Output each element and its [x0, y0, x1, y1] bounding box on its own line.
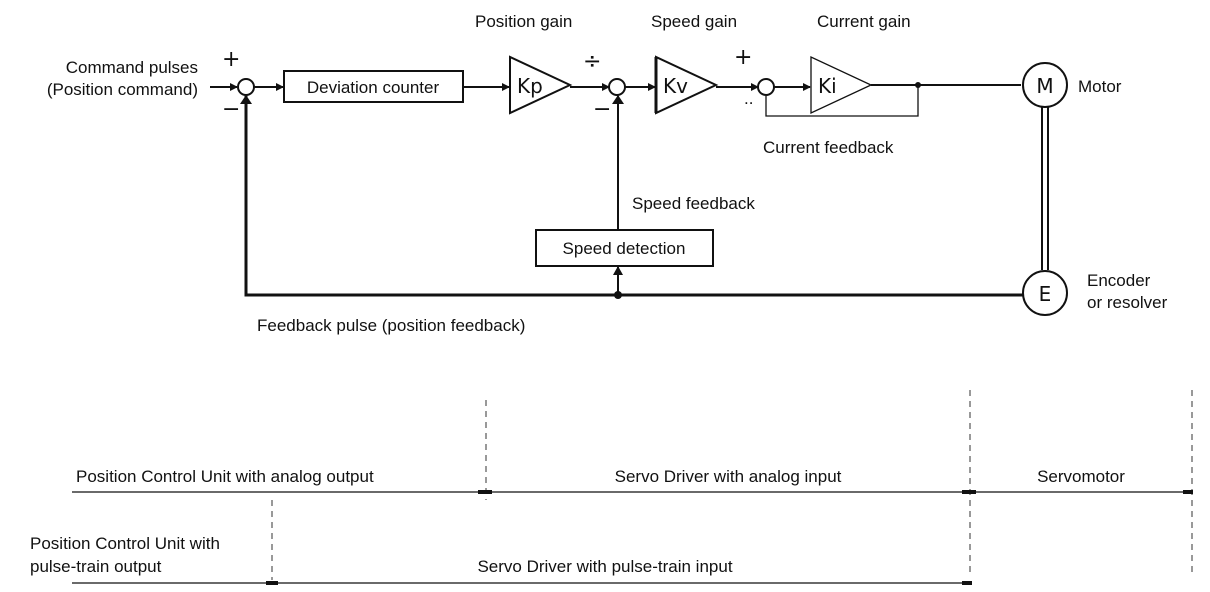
current-gain-amplifier	[810, 55, 873, 115]
motor-symbol: M	[1036, 74, 1053, 98]
summing-junction-speed	[608, 78, 626, 96]
position-gain-title: Position gain	[475, 12, 572, 31]
feedback-pulse-label: Feedback pulse (position feedback)	[257, 316, 525, 335]
encoder-circle	[1022, 270, 1068, 316]
speed-gain-symbol: Kv	[663, 74, 688, 98]
sum3-plus-sign: +	[734, 45, 752, 70]
summing-junction-position	[237, 78, 255, 96]
encoder-symbol: E	[1039, 282, 1052, 306]
speed-feedback-label: Speed feedback	[632, 194, 755, 213]
deviation-counter-label: Deviation counter	[307, 78, 440, 97]
sum1-minus-sign: −	[222, 97, 240, 122]
input-label-command-pulses: Command pulses	[66, 58, 198, 77]
scope-servomotor: Servomotor	[1037, 467, 1125, 486]
scope-servo-driver-pulse: Servo Driver with pulse-train input	[477, 557, 732, 576]
sum2-minus-sign: −	[593, 97, 611, 122]
scope-position-unit-pulse-line2: pulse-train output	[30, 557, 162, 576]
sum2-plus-sign: ÷	[583, 49, 601, 74]
speed-gain-title: Speed gain	[651, 12, 737, 31]
scope-marker-driver-pulse	[962, 581, 972, 585]
input-label-position-command: (Position command)	[47, 80, 198, 99]
position-gain-amplifier	[509, 55, 573, 115]
sum1-plus-sign: +	[222, 47, 240, 72]
current-gain-title: Current gain	[817, 12, 911, 31]
sum3-dots: ..	[744, 89, 753, 108]
summing-junction-current	[757, 78, 775, 96]
position-feedback-path	[244, 96, 1023, 297]
scope-marker-servomotor	[1183, 490, 1193, 494]
motor-label: Motor	[1078, 77, 1122, 96]
scope-position-unit-analog: Position Control Unit with analog output	[76, 467, 374, 486]
speed-detection-box	[535, 229, 714, 267]
current-feedback-label: Current feedback	[763, 138, 894, 157]
scope-position-unit-pulse-line1: Position Control Unit with	[30, 534, 220, 553]
scope-marker-driver-analog	[962, 490, 976, 494]
speed-feedback-arrow	[612, 95, 624, 104]
position-feedback-arrow	[240, 95, 252, 104]
scope-servo-driver-analog: Servo Driver with analog input	[615, 467, 842, 486]
position-gain-symbol: Kp	[517, 74, 543, 98]
speed-detection-label: Speed detection	[563, 239, 686, 258]
current-gain-symbol: Ki	[818, 74, 837, 98]
speed-detection-arrow	[613, 266, 623, 275]
encoder-label-line1: Encoder	[1087, 271, 1151, 290]
motor-circle	[1022, 62, 1068, 108]
current-feedback-loop	[765, 85, 919, 117]
encoder-label-line2: or resolver	[1087, 293, 1168, 312]
scope-marker-analog-unit	[478, 490, 492, 494]
